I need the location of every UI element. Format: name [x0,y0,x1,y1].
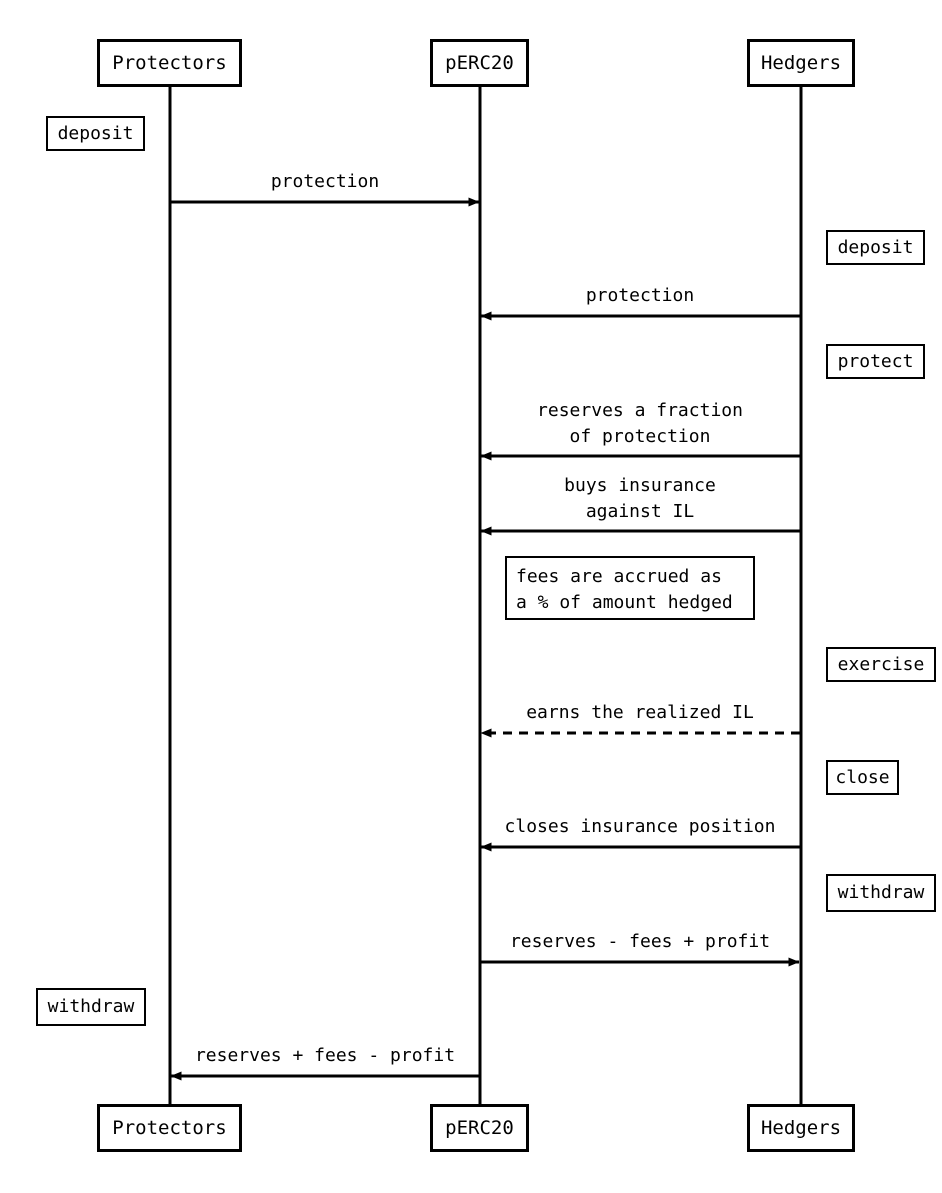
action-label-hedgers-close[interactable]: close [826,760,899,795]
message-label-m2: protection [585,285,695,306]
message-label-m6: closes insurance position [504,816,776,837]
lifelines-layer [168,87,803,1104]
action-label-protectors-withdraw[interactable]: withdraw [36,988,146,1026]
participant-box-perc20-top[interactable]: pERC20 [430,39,529,87]
participant-label: pERC20 [445,1116,514,1139]
participant-label: Hedgers [760,1116,842,1139]
participant-label: pERC20 [445,51,514,74]
message-arrows-layer [170,197,800,1081]
note-box-n1: fees are accrued as a % of amount hedged [505,556,755,620]
message-label-m4: buys insurance against IL [564,475,716,522]
participant-label: Hedgers [760,51,842,74]
message-label-m5: earns the realized IL [526,702,754,723]
action-label-text: withdraw [47,996,135,1017]
action-label-hedgers-protect[interactable]: protect [826,344,925,379]
action-label-protectors-deposit[interactable]: deposit [46,116,145,151]
message-label-m8: reserves + fees - profit [194,1045,456,1066]
action-label-text: close [835,766,890,788]
action-label-text: withdraw [837,882,925,903]
action-label-text: exercise [837,653,925,675]
action-label-text: deposit [837,236,914,258]
participant-label: Protectors [112,1116,227,1139]
participant-label: Protectors [112,51,227,74]
participant-box-protectors-top[interactable]: Protectors [97,39,242,87]
action-label-text: deposit [57,122,134,144]
participant-box-hedgers-top[interactable]: Hedgers [747,39,855,87]
participant-box-protectors-bottom[interactable]: Protectors [97,1104,242,1152]
action-label-hedgers-withdraw[interactable]: withdraw [826,874,936,912]
participant-box-perc20-bottom[interactable]: pERC20 [430,1104,529,1152]
message-label-m1: protection [270,171,380,192]
message-label-m3: reserves a fraction of protection [537,400,743,447]
action-label-hedgers-exercise[interactable]: exercise [826,647,936,682]
action-label-hedgers-deposit[interactable]: deposit [826,230,925,265]
participant-box-hedgers-bottom[interactable]: Hedgers [747,1104,855,1152]
message-label-m7: reserves - fees + profit [509,931,771,952]
action-label-text: protect [837,350,914,372]
